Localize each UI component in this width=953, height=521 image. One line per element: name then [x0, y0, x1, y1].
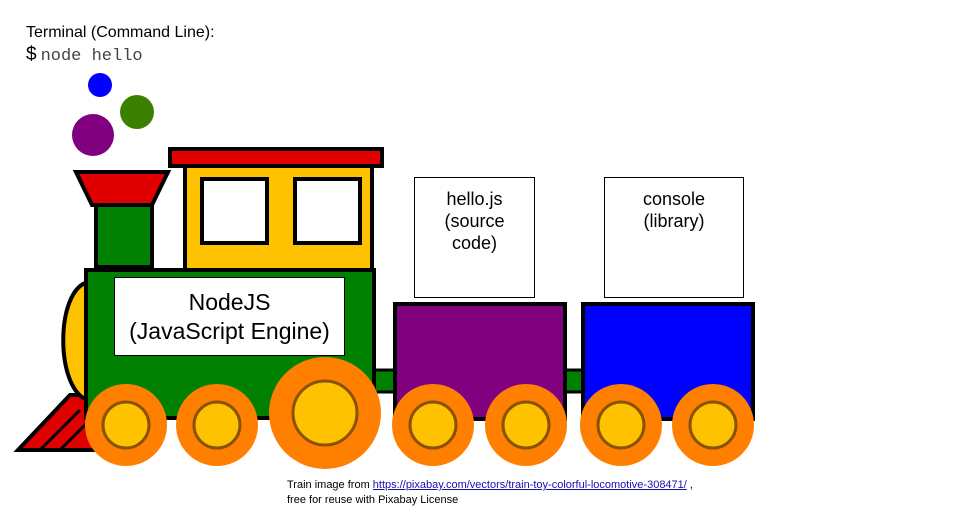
boiler-front: [61, 279, 90, 403]
smoke-puff-green: [120, 95, 154, 129]
smokestack-pipe: [94, 203, 154, 269]
wheel-5: [485, 384, 567, 466]
credit-suffix: ,: [689, 479, 693, 491]
terminal-title: Terminal (Command Line):: [26, 24, 215, 41]
engine-label-box: NodeJS (JavaScript Engine): [114, 277, 345, 356]
library-car-label-box: console (library): [604, 177, 744, 298]
credit-prefix: Train image from: [287, 479, 370, 491]
source-car-label-line1: hello.js: [446, 189, 503, 209]
wheel-2: [176, 384, 258, 466]
source-car-label-line3: code): [451, 233, 498, 253]
source-car-label-line2: (source: [444, 211, 505, 231]
smoke-puff-purple: [72, 114, 114, 156]
credit-license: free for reuse with Pixabay License: [287, 494, 459, 506]
wheel-4: [392, 384, 474, 466]
terminal-prompt-line: $node hello: [26, 44, 143, 66]
cab-window-right: [293, 177, 362, 245]
image-credit: Train image from https://pixabay.com/vec…: [287, 478, 693, 508]
source-car-label-box: hello.js (source code): [414, 177, 535, 298]
wheel-7: [672, 384, 754, 466]
engine-label-line2: (JavaScript Engine): [129, 318, 330, 344]
credit-link[interactable]: https://pixabay.com/vectors/train-toy-co…: [372, 479, 687, 491]
smokestack-top: [72, 170, 172, 207]
command-text: node hello: [40, 47, 143, 66]
cab-roof: [168, 147, 384, 168]
smoke-puff-blue: [88, 73, 112, 97]
cab-window-left: [200, 177, 269, 245]
library-car-label-line1: console: [642, 189, 706, 209]
wheel-big: [269, 357, 381, 469]
wheel-6: [580, 384, 662, 466]
engine-label-line1: NodeJS: [188, 289, 271, 315]
library-car-label-line2: (library): [643, 211, 705, 231]
wheel-1: [85, 384, 167, 466]
prompt-symbol: $: [26, 44, 37, 65]
cowcatcher: [13, 393, 97, 452]
